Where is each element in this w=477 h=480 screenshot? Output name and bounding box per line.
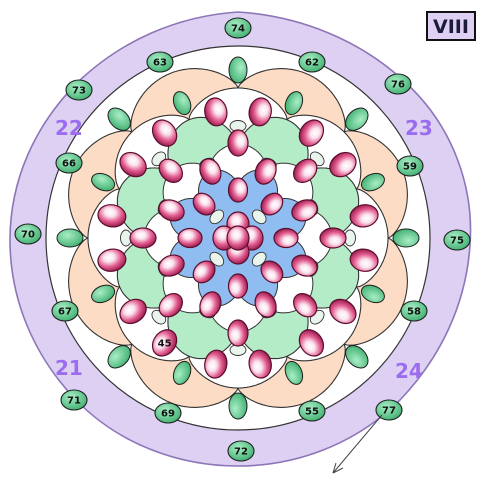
red-node-shape <box>178 229 202 248</box>
outer-node-label: 71 <box>67 396 81 407</box>
outer-node-label: 62 <box>305 58 319 69</box>
red-node-shape <box>229 178 248 202</box>
outer-node-label: 72 <box>234 447 248 458</box>
red-node-shape <box>228 130 248 156</box>
outer-node-59[interactable]: 59 <box>397 156 423 176</box>
red-node[interactable] <box>130 228 156 248</box>
outer-node-72[interactable]: 72 <box>228 441 254 461</box>
outer-node-62[interactable]: 62 <box>299 52 325 72</box>
outer-node-75[interactable]: 75 <box>444 230 470 250</box>
outer-node-label: 67 <box>58 307 72 318</box>
outer-node-63[interactable]: 63 <box>147 52 173 72</box>
red-node[interactable] <box>227 226 249 250</box>
outer-node-67[interactable]: 67 <box>52 301 78 321</box>
green-node <box>393 229 419 247</box>
red-node-shape <box>274 229 298 248</box>
outer-node-label: 66 <box>62 159 76 170</box>
outer-node-label: 58 <box>407 307 421 318</box>
outer-node-label: 75 <box>450 236 464 247</box>
outer-node-label: 76 <box>391 80 405 91</box>
red-node-shape <box>227 226 249 250</box>
green-node <box>229 57 247 83</box>
outer-node-58[interactable]: 58 <box>401 301 427 321</box>
green-node <box>229 393 247 419</box>
outer-node-label: 63 <box>153 58 167 69</box>
red-node-shape <box>130 228 156 248</box>
red-node[interactable] <box>320 228 346 248</box>
outer-node-label: 74 <box>231 24 245 35</box>
outer-node-label: 77 <box>382 406 396 417</box>
green-node <box>57 229 83 247</box>
outer-node-55[interactable]: 55 <box>299 401 325 421</box>
red-node[interactable] <box>274 229 298 248</box>
outer-node-74[interactable]: 74 <box>225 18 251 38</box>
outer-node-70[interactable]: 70 <box>15 224 41 244</box>
outer-node-71[interactable]: 71 <box>61 390 87 410</box>
outer-node-label: 70 <box>21 230 35 241</box>
red-node[interactable] <box>229 178 248 202</box>
red-node[interactable] <box>228 130 248 156</box>
sector-label-22: 22 <box>55 116 83 140</box>
sector-label-24: 24 <box>395 359 423 383</box>
outer-node-label: 73 <box>72 86 86 97</box>
red-node[interactable] <box>229 274 248 298</box>
red-node[interactable] <box>228 320 248 346</box>
red-node-label: 45 <box>158 339 172 350</box>
plate-label: VIII <box>433 16 469 38</box>
outer-node-73[interactable]: 73 <box>66 80 92 100</box>
sector-label-21: 21 <box>55 356 83 380</box>
outer-node-label: 69 <box>161 409 175 420</box>
sector-label-23: 23 <box>405 116 433 140</box>
outer-node-66[interactable]: 66 <box>56 153 82 173</box>
red-node[interactable] <box>178 229 202 248</box>
outer-node-label: 59 <box>403 162 417 173</box>
red-node-shape <box>228 320 248 346</box>
outer-node-69[interactable]: 69 <box>155 403 181 423</box>
red-node-shape <box>320 228 346 248</box>
red-node-shape <box>229 274 248 298</box>
outer-node-label: 55 <box>305 407 319 418</box>
outer-node-76[interactable]: 76 <box>385 74 411 94</box>
